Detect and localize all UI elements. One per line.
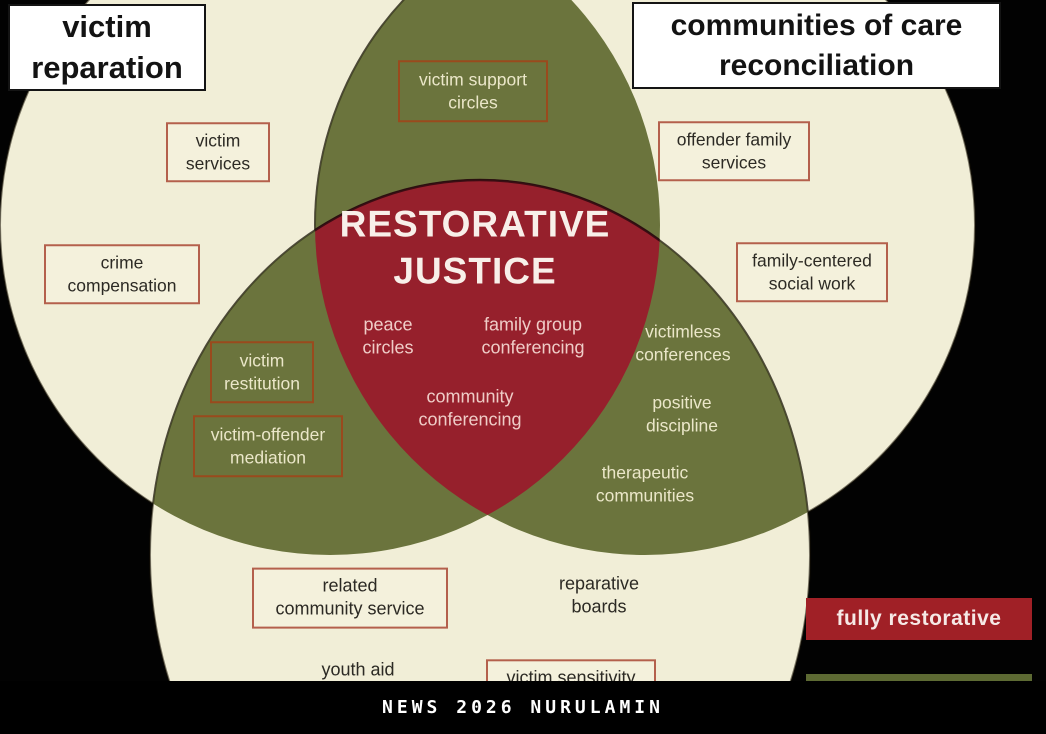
- venn-diagram-svg: [0, 0, 976, 681]
- label-victim-sensitivity: victim sensitivity: [486, 659, 656, 681]
- legend-fully-restorative: fully restorative: [806, 598, 1032, 640]
- news-ticker-text: NEWS 2026 NURULAMIN: [382, 697, 664, 718]
- news-ticker-bar: NEWS 2026 NURULAMIN: [0, 681, 1046, 734]
- legend-fully-restorative-text: fully restorative: [836, 607, 1002, 630]
- label-youth-aid: youth aid: [321, 659, 395, 680]
- legend-next-item-partial: [806, 674, 1032, 681]
